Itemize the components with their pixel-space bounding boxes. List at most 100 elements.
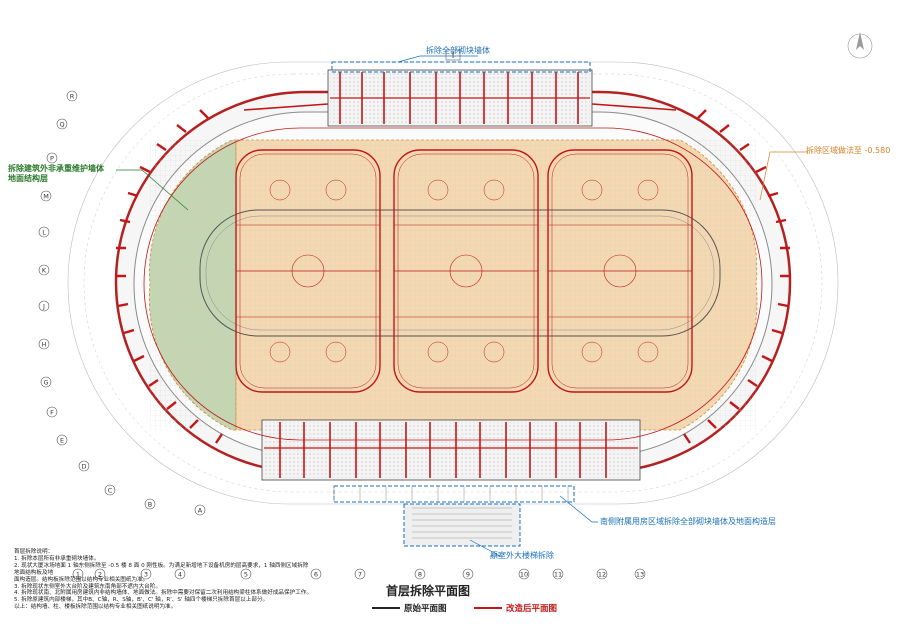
axis-letter-J-circle (38, 300, 50, 312)
axis-letter-B: B (148, 501, 152, 509)
note-line: 首层拆除说明： (14, 549, 54, 555)
drawing-title: 首层拆除平面图 (386, 584, 471, 598)
axis-letter-A: A (198, 507, 203, 515)
axis-letter-K-circle (38, 264, 50, 276)
new-rink-1 (235, 149, 381, 393)
callout-demolition-level: 拆除区域做法至 -0.580 (806, 146, 890, 156)
note-line: 以上：结构墙、柱、楼板拆除范围以结构专业相关图纸说明为准。 (14, 604, 177, 611)
note-line: 3. 拆除现状东侧室外大台阶及建筑东南角部不遮内大台阶。 (14, 583, 161, 590)
axis-letter-K: K (42, 267, 47, 275)
note-line: 4. 拆除现状南、北附属用房建筑内非结构墙体、地面做法。拆除中需要对保留二次利用… (14, 590, 312, 597)
callout-outdoor-stair: 原室外大楼梯拆除 (490, 551, 554, 561)
callout-outdoor-stair-text: 原室外大楼梯拆除 (490, 551, 554, 560)
axis-letter-F: F (50, 409, 54, 417)
axis-number-1-circle (72, 568, 84, 580)
callout-leaders (116, 55, 808, 557)
axis-letter-M-circle (40, 190, 52, 202)
axis-number-9: 9 (466, 571, 470, 579)
axis-letter-C: C (108, 487, 113, 495)
callout-south-annex: 南侧附属用房区域拆除全部砌块墙体及地面构造层 (600, 517, 776, 527)
axis-number-9-circle (462, 568, 474, 580)
axis-number-6: 6 (314, 571, 318, 579)
axis-number-6-circle (310, 568, 322, 580)
axis-letter-Q: Q (59, 121, 64, 129)
legend-modified-label: 改造后平面图 (506, 604, 558, 614)
axis-letter-H-circle (38, 338, 50, 350)
axis-number-3: 3 (144, 571, 148, 579)
note-line: 面构造层。结构板拆除范围以结构专业相关图纸为准。 (14, 576, 149, 583)
north-arrow-icon (847, 32, 873, 59)
south-annex (261, 419, 641, 503)
section-marker: I (452, 51, 454, 60)
axis-number-13-circle (634, 568, 646, 580)
axis-number-11-circle (552, 568, 564, 580)
note-line: 地面结构板及地 (14, 569, 54, 576)
outdoor-stair (403, 503, 521, 547)
axis-letter-D-circle (78, 460, 90, 472)
axis-number-13: 13 (636, 571, 644, 579)
north-blue-boundary (331, 61, 591, 73)
north-annex (243, 69, 677, 127)
axis-number-8: 8 (418, 571, 422, 579)
callout-west-walls: 拆除建筑外非承重维护墙体 地面结构层 (8, 164, 104, 184)
axis-letter-C-circle (104, 484, 116, 496)
axis-number-4-circle (174, 568, 186, 580)
axis-letter-G: G (43, 379, 48, 387)
axis-number-4: 4 (178, 571, 182, 579)
axis-number-5: 5 (244, 571, 248, 579)
axis-number-1: 1 (76, 571, 80, 579)
axis-letter-B-circle (144, 498, 156, 510)
demolition-notes: 首层拆除说明： 1. 拆除本层所有非承重砌块墙体。 2. 现状大厦冰场地面 1 … (14, 549, 374, 611)
callout-west-line1: 拆除建筑外非承重维护墙体 (8, 164, 104, 173)
callout-north-walls: 拆除全部砌块墙体 (426, 46, 490, 56)
axis-letter-R-circle (66, 90, 78, 102)
axis-letter-Q-circle (56, 118, 68, 130)
axis-letter-H: H (42, 341, 47, 349)
axis-letter-L: L (42, 229, 46, 237)
section-marker-box (445, 49, 461, 61)
axis-number-11: 11 (554, 571, 562, 579)
legend-modified: 改造后平面图 (474, 602, 557, 614)
callout-north-walls-text: 拆除全部砌块墙体 (426, 46, 490, 55)
axis-number-5-circle (240, 568, 252, 580)
axis-number-10-circle (518, 568, 530, 580)
axis-number-8-circle (414, 568, 426, 580)
note-line: 1. 拆除本层所有非承重砌块墙体。 (14, 555, 100, 562)
axis-letter-A-circle (194, 504, 206, 516)
outer-orbit-line-2 (83, 73, 823, 493)
hatch-grid-overlay (150, 140, 756, 430)
axis-number-12-circle (596, 568, 608, 580)
note-line: 5. 拆除原建筑内部楼梯，其中B、C轴，R、S轴，B'、C' 轴，R'、S' 轴… (14, 597, 269, 604)
legend-original: 原始平面图 (372, 602, 447, 614)
axis-number-10: 10 (520, 571, 528, 579)
callout-west-line2: 地面结构层 (8, 174, 48, 183)
new-rink-2 (393, 149, 539, 393)
original-rink-outline (199, 209, 721, 337)
note-line: 2. 现状大厦冰场地面 1 轴东侧拆除至 -0.5 楼 8 面 0 刚性板。为满… (14, 562, 309, 569)
callout-south-annex-text: 南侧附属用房区域拆除全部砌块墙体及地面构造层 (600, 517, 776, 526)
axis-letter-L-circle (38, 226, 50, 238)
legend-original-line (372, 607, 400, 609)
legend-original-label: 原始平面图 (404, 604, 447, 614)
axis-number-7: 7 (358, 571, 362, 579)
axis-letter-E: E (60, 437, 64, 445)
axis-number-3-circle (140, 568, 152, 580)
ring-wall-ticks (116, 109, 790, 444)
axis-letter-P-circle (46, 152, 58, 164)
original-rink-inner (205, 215, 715, 331)
axis-letter-J: J (42, 303, 45, 311)
new-rink-3 (547, 149, 693, 393)
axis-letter-R: R (70, 93, 75, 101)
axis-letter-F-circle (46, 406, 58, 418)
axis-letter-E-circle (56, 434, 68, 446)
axis-number-12: 12 (598, 571, 606, 579)
callout-demolition-level-text: 拆除区域做法至 -0.580 (806, 146, 891, 155)
axis-number-7-circle (354, 568, 366, 580)
axis-letter-P: P (50, 155, 54, 163)
seating-ring (143, 127, 763, 441)
axis-letter-D: D (81, 463, 86, 471)
axis-number-2: 2 (98, 571, 102, 579)
legend-modified-line (474, 607, 502, 609)
